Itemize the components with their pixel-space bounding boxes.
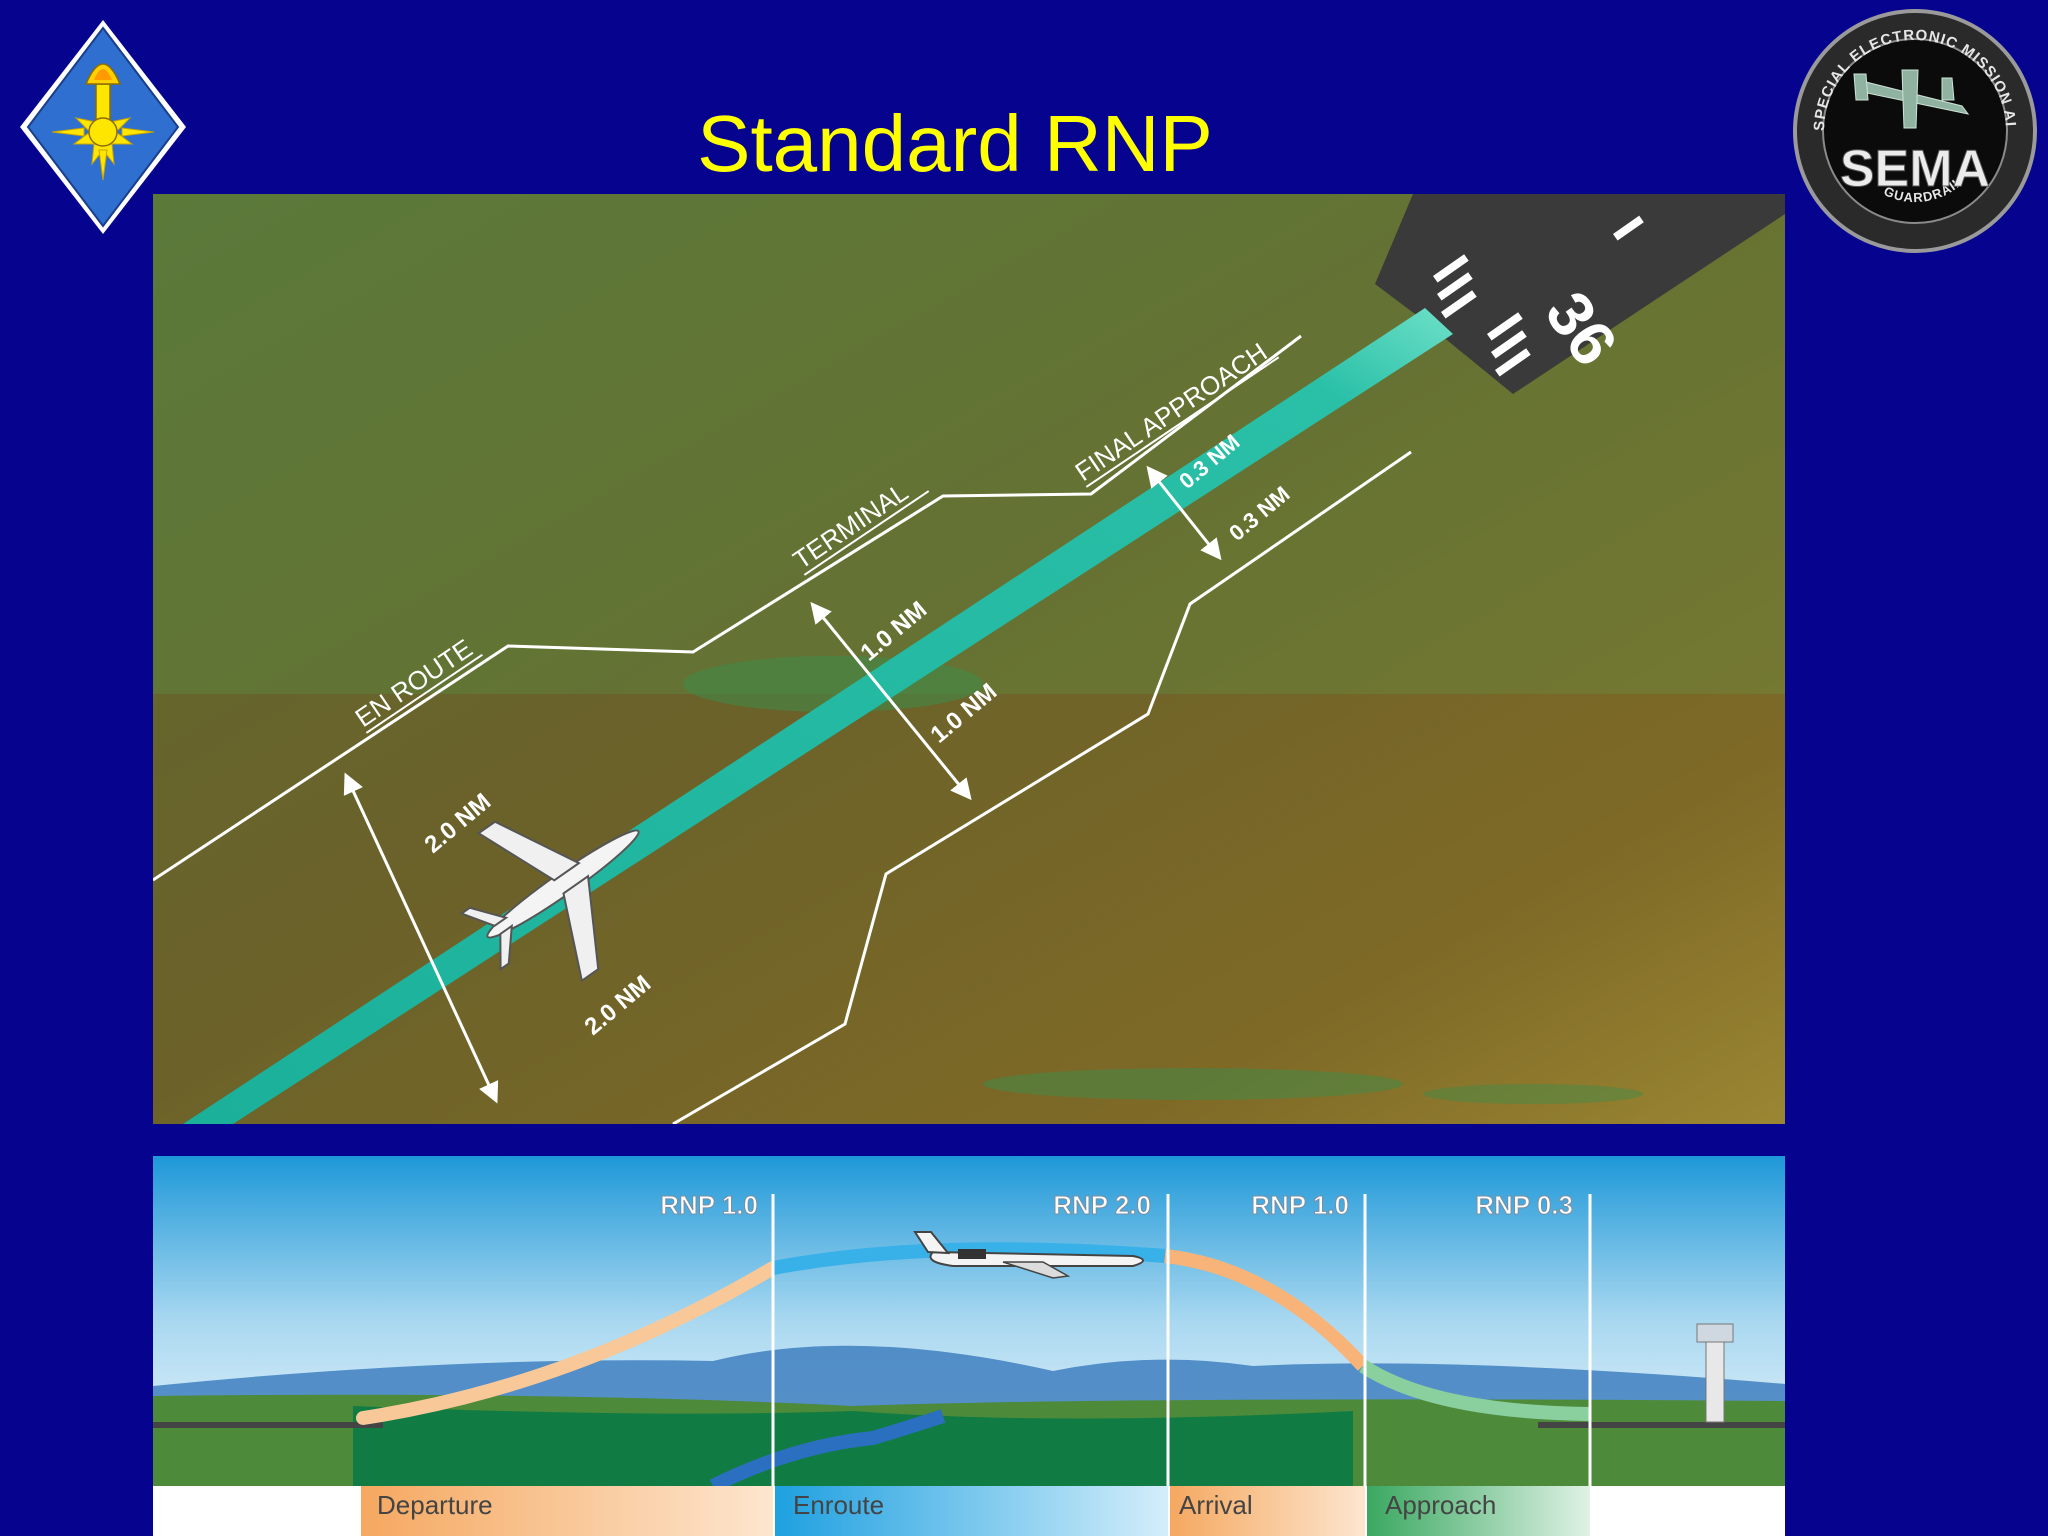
- rnp-label-departure: RNP 1.0: [660, 1190, 758, 1220]
- runway: [1375, 194, 1785, 394]
- phase-label-approach: Approach: [1385, 1490, 1496, 1520]
- seal-center-text: SEMA: [1840, 140, 1990, 198]
- runway-threshold-stripes: [1433, 254, 1531, 377]
- rnp-label-arrival: RNP 1.0: [1251, 1190, 1349, 1220]
- phase-bar-departure: [361, 1486, 773, 1536]
- final-width-arrow: [1146, 465, 1222, 561]
- aircraft-top-view: [459, 820, 640, 983]
- arrival-path: [1164, 1249, 1369, 1371]
- phase-label-arrival: Arrival: [1179, 1490, 1253, 1520]
- phase-bar-arrival: [1170, 1486, 1365, 1536]
- upper-boundary-line: [153, 334, 1302, 882]
- lower-boundary-line: [672, 450, 1412, 1124]
- enroute-path: [771, 1242, 1166, 1275]
- lower-terrain: [153, 694, 1785, 1124]
- approach-path: [1359, 1360, 1590, 1421]
- departure-path: [356, 1261, 780, 1425]
- rnp-label-enroute: RNP 2.0: [1053, 1190, 1151, 1220]
- phase-label-enroute: Enroute: [793, 1490, 884, 1520]
- torch-emblem-logo: [20, 20, 186, 234]
- rnp-label-approach: RNP 0.3: [1475, 1190, 1573, 1220]
- rnp-corridor-map: 36 EN ROUTE TERMINAL FINAL APPROACH 2.0 …: [153, 194, 1785, 1124]
- en-route-width-arrow: [343, 772, 499, 1104]
- phase-bar-enroute: [775, 1486, 1168, 1536]
- aircraft-side-view: [913, 1231, 1144, 1279]
- slide-title: Standard RNP: [697, 99, 1213, 188]
- sema-guardrail-seal-logo: SPECIAL ELECTRONIC MISSION AIRCRAFT GUAR…: [1792, 8, 2037, 253]
- phase-bar-approach: [1367, 1486, 1590, 1536]
- phase-label-departure: Departure: [377, 1490, 493, 1520]
- terminal-width-arrow: [810, 601, 972, 801]
- rnp-flight-profile: RNP 1.0 RNP 2.0 RNP 1.0 RNP 0.3 Departur…: [153, 1156, 1785, 1536]
- control-tower: [1705, 1335, 1725, 1423]
